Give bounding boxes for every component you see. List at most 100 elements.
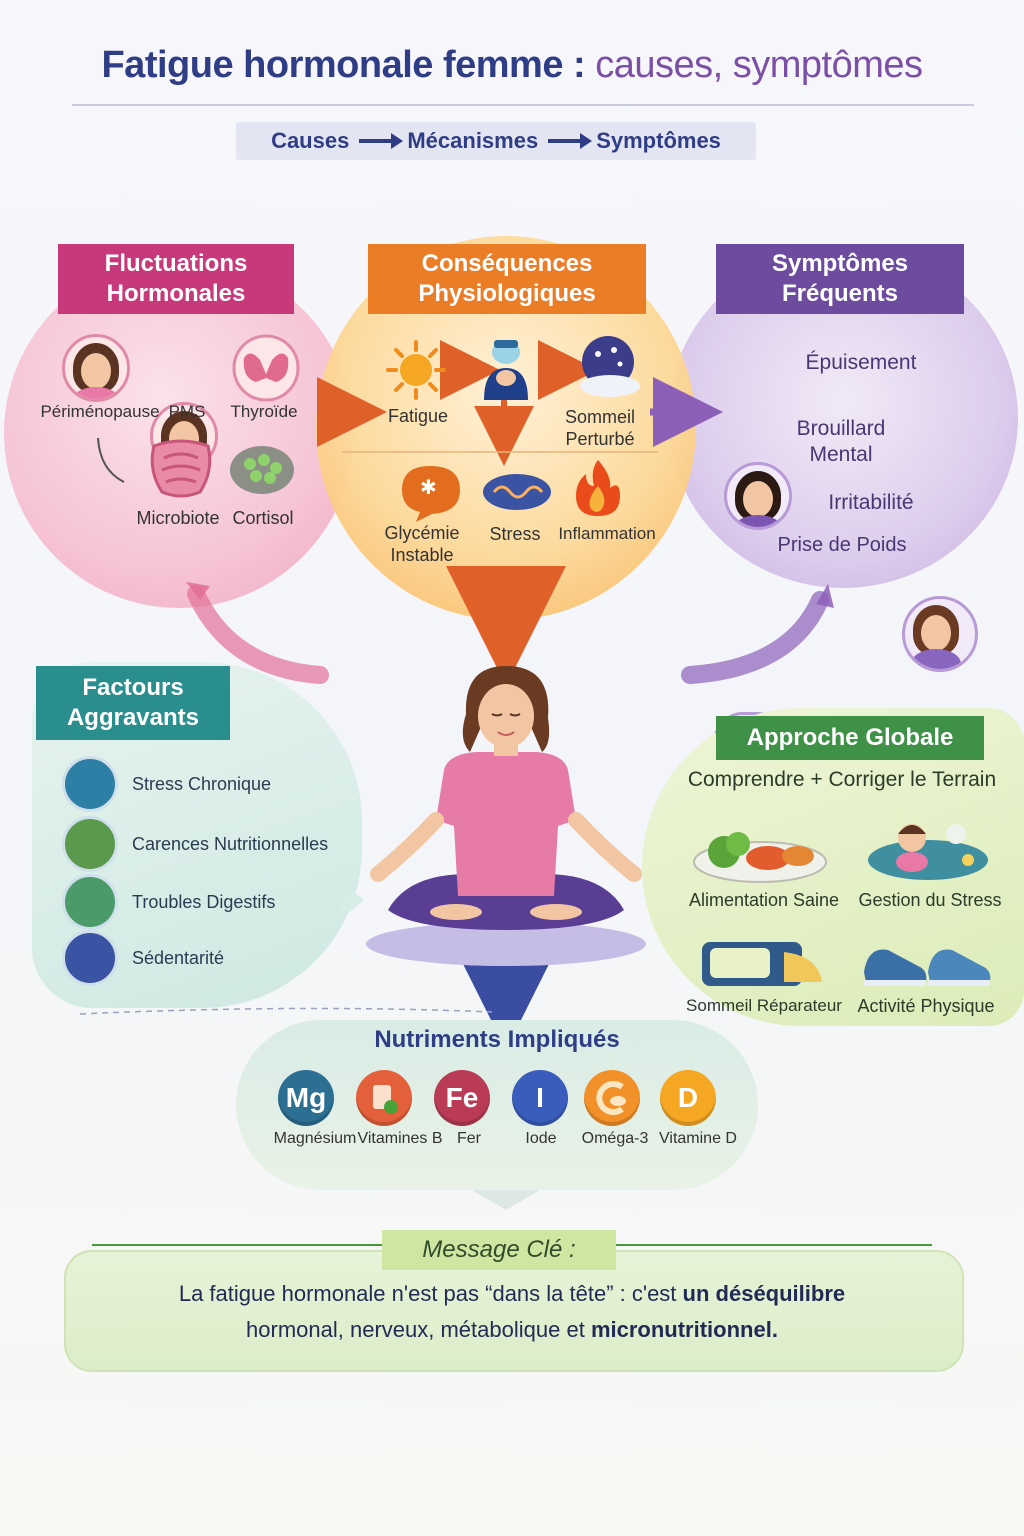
fruit-bowl-icon: [62, 874, 118, 930]
factor-label: Stress Chronique: [132, 773, 272, 794]
title-accent: causes, symptômes: [595, 44, 923, 86]
symptom-weight-gain: Prise de Poids: [777, 534, 907, 556]
message-part-1: La fatigue hormonale n'est pas “dans la …: [178, 1281, 677, 1306]
bubble-pointer: [340, 880, 364, 920]
label-thyroid: Thyroïde: [230, 402, 298, 421]
label-sleep-2: Perturbé: [565, 429, 635, 449]
hormonal-banner: Fluctuations Hormonales: [58, 244, 294, 314]
message-bold-1: un déséquilibre: [682, 1281, 846, 1306]
vitamin-b-badge: [356, 1070, 412, 1126]
aggravating-banner: Factours Aggravants: [36, 666, 230, 740]
arrow-right-icon: [359, 133, 404, 149]
label-perimenopause: Périménopause: [40, 402, 160, 421]
factor-label: Carences Nutritionnelles: [132, 833, 329, 854]
message-heading: Message Clé :: [382, 1230, 616, 1270]
glucose-icon: ✱: [402, 466, 460, 522]
magnesium-badge: Mg: [278, 1070, 334, 1126]
factor-label: Troubles Digestifs: [132, 891, 276, 912]
label-inflammation: Inflammation: [558, 524, 656, 543]
approach-subtitle: Comprendre + Corriger le Terrain: [687, 768, 997, 791]
woman-face-icon: [724, 462, 792, 530]
iodine-badge: I: [512, 1070, 568, 1126]
symptoms-title-1: Symptômes: [771, 250, 909, 277]
label-magnesium: Magnésium: [273, 1130, 357, 1147]
approach-banner: Approche Globale: [716, 716, 984, 760]
vitamin-b-icon: [373, 1085, 398, 1114]
flow-symptoms: Symptômes: [596, 128, 721, 153]
omega-3-badge: [584, 1070, 640, 1126]
symptom-irritability: Irritabilité: [828, 491, 914, 514]
clipboard-icon: [62, 816, 118, 872]
page-title: Fatigue hormonale femme : causes, symptô…: [0, 44, 1024, 87]
factor-sedentary: Sédentarité: [62, 930, 224, 986]
hormonal-title-2: Hormonales: [106, 280, 246, 307]
label-cortisol: Cortisol: [232, 508, 294, 528]
symptom-brain-fog: Brouillard Mental: [778, 416, 904, 468]
cortisol-cell-icon: [230, 446, 294, 494]
symptoms-title-2: Fréquents: [781, 280, 898, 307]
nutrients-title: Nutriments Impliqués: [374, 1026, 620, 1053]
approach-sleep: Sommeil Réparateur: [686, 996, 842, 1015]
factor-label: Sédentarité: [132, 947, 225, 968]
label-stress: Stress: [489, 524, 541, 544]
flow-subtitle: Causes Mécanismes Symptômes: [236, 122, 756, 160]
label-glycemia-1: Glycémie: [384, 523, 460, 543]
tired-woman-icon: [902, 596, 978, 672]
label-sleep: Sommeil Perturbé: [550, 406, 650, 450]
woman-face-icon: [62, 334, 130, 402]
stress-arrows-icon: [62, 756, 118, 812]
stress-icon: [483, 474, 551, 510]
sitting-person-icon: [62, 930, 118, 986]
omega-drop-icon: [596, 1081, 626, 1115]
label-vitamines-b: Vitamines B: [357, 1130, 443, 1147]
aggravating-title-1: Factours: [82, 674, 184, 701]
physiological-banner: Conséquences Physiologiques: [368, 244, 646, 314]
symptom-brain-fog-2: Mental: [809, 443, 873, 466]
approach-food: Alimentation Saine: [688, 890, 840, 910]
title-divider: [72, 104, 974, 106]
label-omega-3: Oméga-3: [581, 1130, 649, 1147]
approach-activity: Activité Physique: [857, 996, 995, 1016]
label-microbiote: Microbiote: [136, 508, 220, 528]
iron-badge: Fe: [434, 1070, 490, 1126]
label-glycemia-2: Instable: [390, 545, 454, 565]
message-text: La fatigue hormonale n'est pas “dans la …: [100, 1276, 924, 1348]
flame-icon: [576, 460, 620, 516]
physiological-title-2: Physiologiques: [418, 280, 596, 307]
meditating-woman-icon: [366, 666, 646, 966]
label-iode: Iode: [525, 1130, 557, 1147]
factor-digestive-troubles: Troubles Digestifs: [62, 874, 275, 930]
flow-causes: Causes: [271, 128, 350, 153]
title-main: Fatigue hormonale femme :: [101, 44, 586, 86]
bed-icon: [702, 942, 822, 986]
flow-mechanisms: Mécanismes: [407, 128, 539, 153]
symptom-exhaustion: Épuisement: [805, 351, 917, 374]
sleeping-person-icon: [484, 340, 528, 400]
healthy-food-icon: [693, 832, 827, 883]
relaxing-woman-icon: [868, 824, 988, 880]
label-pms: PMS: [168, 402, 206, 421]
sun-icon: [386, 340, 446, 400]
factor-chronic-stress: Stress Chronique: [62, 756, 271, 812]
vitamin-d-badge: D: [660, 1070, 716, 1126]
label-fer: Fer: [457, 1130, 481, 1147]
aggravating-title-2: Aggravants: [66, 704, 200, 731]
thyroid-icon: [232, 334, 300, 402]
arrow-right-icon: [548, 133, 593, 149]
physiological-title-1: Conséquences: [421, 250, 593, 277]
label-sleep-1: Sommeil: [564, 407, 635, 427]
message-part-2: hormonal, nerveux, métabolique et: [246, 1317, 585, 1342]
label-glycemia: Glycémie Instable: [372, 522, 472, 566]
message-bold-2: micronutritionnel.: [590, 1317, 778, 1342]
symptoms-banner: Symptômes Fréquents: [716, 244, 964, 314]
label-fatigue: Fatigue: [387, 406, 449, 426]
moon-cloud-icon: [580, 336, 640, 397]
svg-text:✱: ✱: [420, 475, 437, 499]
label-vitamine-d: Vitamine D: [659, 1130, 737, 1147]
hormonal-title-1: Fluctuations: [104, 250, 248, 277]
symptom-brain-fog-1: Brouillard: [796, 417, 886, 440]
intestine-icon: [150, 439, 212, 498]
factor-nutritional-deficiency: Carences Nutritionnelles: [62, 816, 328, 872]
running-shoes-icon: [864, 949, 991, 986]
approach-stress: Gestion du Stress: [858, 890, 1002, 910]
